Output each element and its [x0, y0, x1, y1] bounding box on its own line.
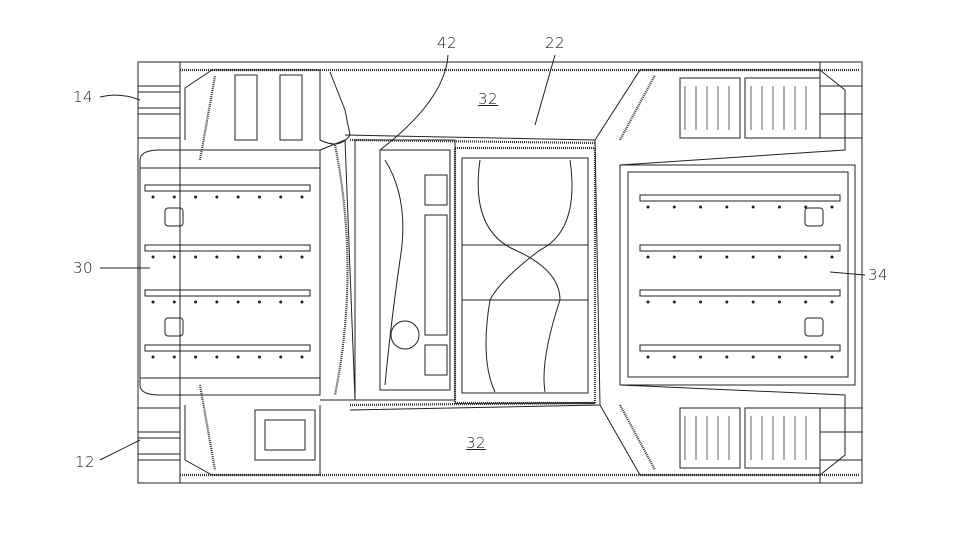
rivet	[236, 255, 240, 259]
rivet	[646, 355, 650, 359]
rivet	[151, 355, 155, 359]
rivet	[257, 300, 261, 304]
rivet	[215, 255, 219, 259]
label-track-rear-lower: 12	[75, 453, 96, 471]
label-front-deck: 34	[868, 266, 889, 284]
rivet	[725, 300, 729, 304]
rivet	[236, 195, 240, 199]
rivet	[215, 195, 219, 199]
label-track-rear-upper: 14	[73, 88, 94, 106]
rivet	[236, 355, 240, 359]
rivet	[751, 355, 755, 359]
label-cab-frame: 42	[437, 34, 458, 52]
rivet	[236, 300, 240, 304]
rivet	[751, 255, 755, 259]
rivet	[279, 195, 283, 199]
leader-lines	[99, 54, 866, 461]
rivet	[830, 355, 834, 359]
rivet	[279, 255, 283, 259]
rivet	[777, 355, 781, 359]
rivet	[777, 300, 781, 304]
deck-rail	[639, 194, 841, 202]
rivet	[699, 255, 703, 259]
label-roll-structure: 22	[545, 34, 566, 52]
rivet	[172, 300, 176, 304]
label-deck-top: 32	[478, 90, 499, 108]
rivet	[672, 355, 676, 359]
rear-body	[184, 69, 351, 476]
label-deck-bottom: 32	[466, 434, 487, 452]
rivet	[672, 255, 676, 259]
rivet	[300, 355, 304, 359]
rivet	[194, 355, 198, 359]
rivet	[300, 300, 304, 304]
rivet	[215, 355, 219, 359]
rivet	[172, 195, 176, 199]
rivet	[279, 300, 283, 304]
rivet	[646, 255, 650, 259]
rivet	[646, 205, 650, 209]
rivet	[699, 355, 703, 359]
rivet	[699, 205, 703, 209]
rivet	[777, 255, 781, 259]
rivet	[257, 195, 261, 199]
rivet	[151, 255, 155, 259]
label-rear-deck: 30	[73, 259, 94, 277]
rivet	[194, 300, 198, 304]
rivet	[804, 300, 808, 304]
deck-rail	[144, 289, 311, 297]
rivet	[279, 355, 283, 359]
rivet	[804, 355, 808, 359]
rivet	[830, 205, 834, 209]
rivet	[777, 205, 781, 209]
rivet	[646, 300, 650, 304]
rivet	[194, 195, 198, 199]
rivet	[172, 355, 176, 359]
rivet	[804, 255, 808, 259]
front-deck-plate	[619, 164, 856, 386]
rivet	[257, 355, 261, 359]
rivet	[257, 255, 261, 259]
rivet	[725, 255, 729, 259]
rivet	[725, 355, 729, 359]
rivet	[830, 300, 834, 304]
rivet	[215, 300, 219, 304]
deck-rail	[639, 344, 841, 352]
track-lower	[137, 407, 863, 484]
rivet	[699, 300, 703, 304]
rivet	[300, 195, 304, 199]
rivet	[751, 300, 755, 304]
rivet	[725, 205, 729, 209]
rivet	[300, 255, 304, 259]
rivet	[151, 195, 155, 199]
roll-cage	[344, 134, 601, 411]
deck-rail	[639, 289, 841, 297]
rivet	[672, 205, 676, 209]
deck-rail	[144, 344, 311, 352]
outer-frame	[137, 61, 863, 484]
track-upper	[137, 61, 863, 139]
rear-deck-plate	[139, 149, 321, 396]
rivet	[672, 300, 676, 304]
cab-frame	[319, 139, 456, 401]
deck-rail	[144, 244, 311, 252]
rivet	[830, 255, 834, 259]
rivet	[751, 205, 755, 209]
rivet	[194, 255, 198, 259]
deck-rail	[639, 244, 841, 252]
rivet	[172, 255, 176, 259]
front-body	[594, 69, 846, 476]
rivet	[151, 300, 155, 304]
deck-rail	[144, 184, 311, 192]
